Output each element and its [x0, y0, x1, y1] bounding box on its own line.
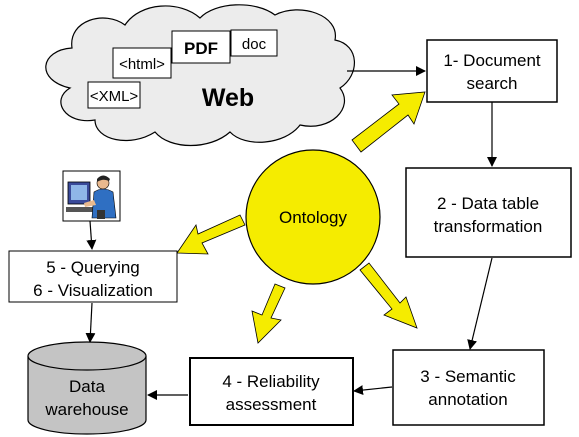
- document-search-line1: 1- Document: [443, 51, 541, 70]
- transformation-line1: 2 - Data table: [437, 194, 539, 213]
- xml-tag-label: <XML>: [90, 88, 139, 105]
- html-tag-label: <html>: [119, 56, 165, 73]
- step-querying-visualization: 5 - Querying 6 - Visualization: [8, 250, 178, 303]
- reliability-line2: assessment: [226, 395, 317, 414]
- ontology-arrow-to-search: [351, 91, 426, 153]
- flow-arrows: [85, 66, 497, 400]
- reliability-line1: 4 - Reliability: [222, 372, 320, 391]
- ontology-arrow-to-annotation: [359, 262, 418, 329]
- pdf-doc-icon: PDF: [171, 30, 231, 64]
- ontology-node: Ontology: [245, 149, 381, 285]
- doc-doc-icon: doc: [230, 29, 278, 57]
- web-title: Web: [202, 84, 254, 112]
- arrow-annotation-to-reliability: [353, 385, 393, 396]
- arrow-querying-to-warehouse: [85, 302, 96, 343]
- ontology-arrow-to-reliability: [251, 283, 286, 344]
- document-search-line2: search: [466, 74, 517, 93]
- step-reliability-assessment: 4 - Reliability assessment: [189, 357, 354, 426]
- ontology-label: Ontology: [279, 208, 348, 227]
- ontology-arrow-to-querying: [176, 214, 246, 255]
- annotation-line2: annotation: [428, 390, 507, 409]
- user-computer-icon: [62, 170, 121, 222]
- ontology-arrows: [176, 91, 426, 344]
- data-warehouse-cylinder: Data warehouse: [27, 341, 147, 435]
- querying-line1: 5 - Querying: [46, 258, 140, 277]
- annotation-line1: 3 - Semantic: [420, 367, 516, 386]
- cloud-shape: [45, 4, 355, 147]
- warehouse-line1: Data: [69, 377, 105, 396]
- web-cloud: <XML> <html> PDF doc Web: [45, 4, 355, 147]
- step-data-table-transformation: 2 - Data table transformation: [405, 167, 572, 258]
- step-semantic-annotation: 3 - Semantic annotation: [392, 349, 545, 426]
- html-doc-icon: <html>: [112, 47, 172, 79]
- step-document-search: 1- Document search: [426, 39, 558, 103]
- arrow-transformation-to-annotation: [467, 257, 493, 350]
- transformation-line2: transformation: [434, 217, 543, 236]
- xml-doc-icon: <XML>: [87, 81, 141, 109]
- warehouse-line2: warehouse: [44, 400, 128, 419]
- arrow-user-to-querying: [86, 220, 97, 250]
- querying-line2: 6 - Visualization: [33, 281, 153, 300]
- doc-label: doc: [242, 36, 267, 53]
- pdf-label: PDF: [184, 39, 218, 58]
